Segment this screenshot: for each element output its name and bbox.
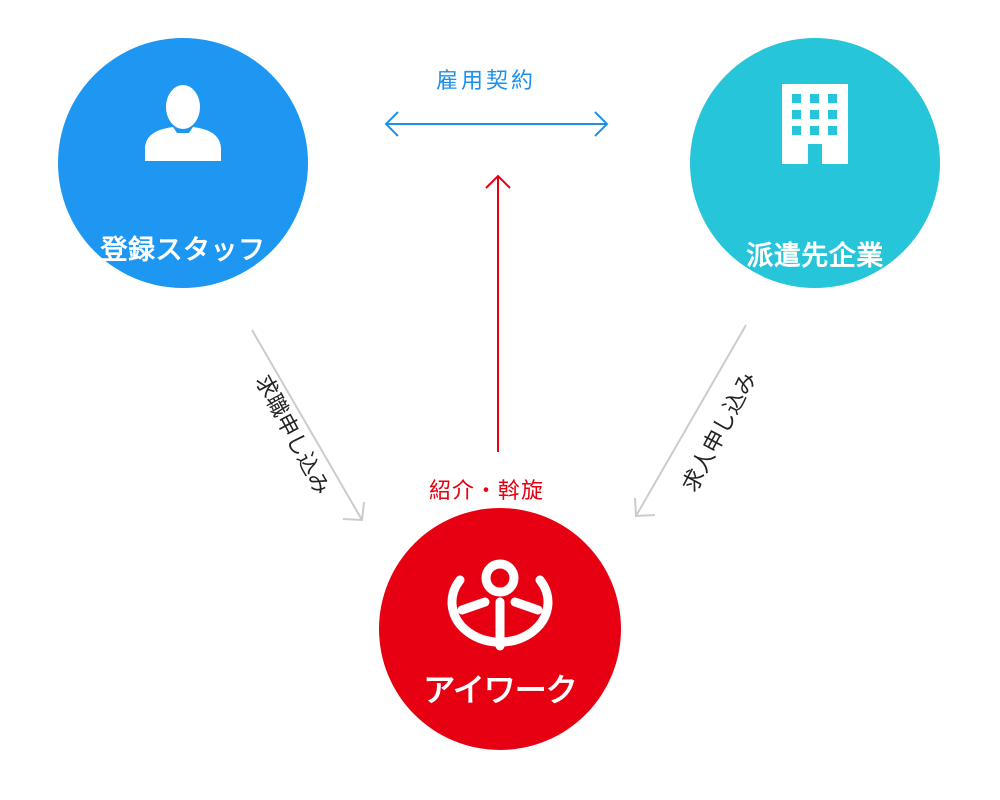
aiwork-node: アイワーク — [379, 508, 621, 750]
employment-contract-label: 雇用契約 — [436, 69, 537, 94]
client-label: 派遣先企業 — [746, 241, 884, 272]
job-application-arrow — [251, 329, 365, 522]
introduction-label: 紹介・斡旋 — [429, 479, 545, 504]
building-icon — [782, 84, 848, 164]
aiwork-label: アイワーク — [423, 671, 577, 709]
person-icon — [145, 85, 221, 161]
employment-arrow — [384, 111, 609, 137]
staff-label: 登録スタッフ — [100, 235, 266, 266]
client-company-node: 派遣先企業 — [690, 38, 940, 288]
aiwork-logo-icon — [447, 559, 553, 651]
job-offer-arrow — [634, 324, 747, 518]
introduction-arrow — [485, 174, 511, 452]
registered-staff-node: 登録スタッフ — [58, 38, 308, 288]
